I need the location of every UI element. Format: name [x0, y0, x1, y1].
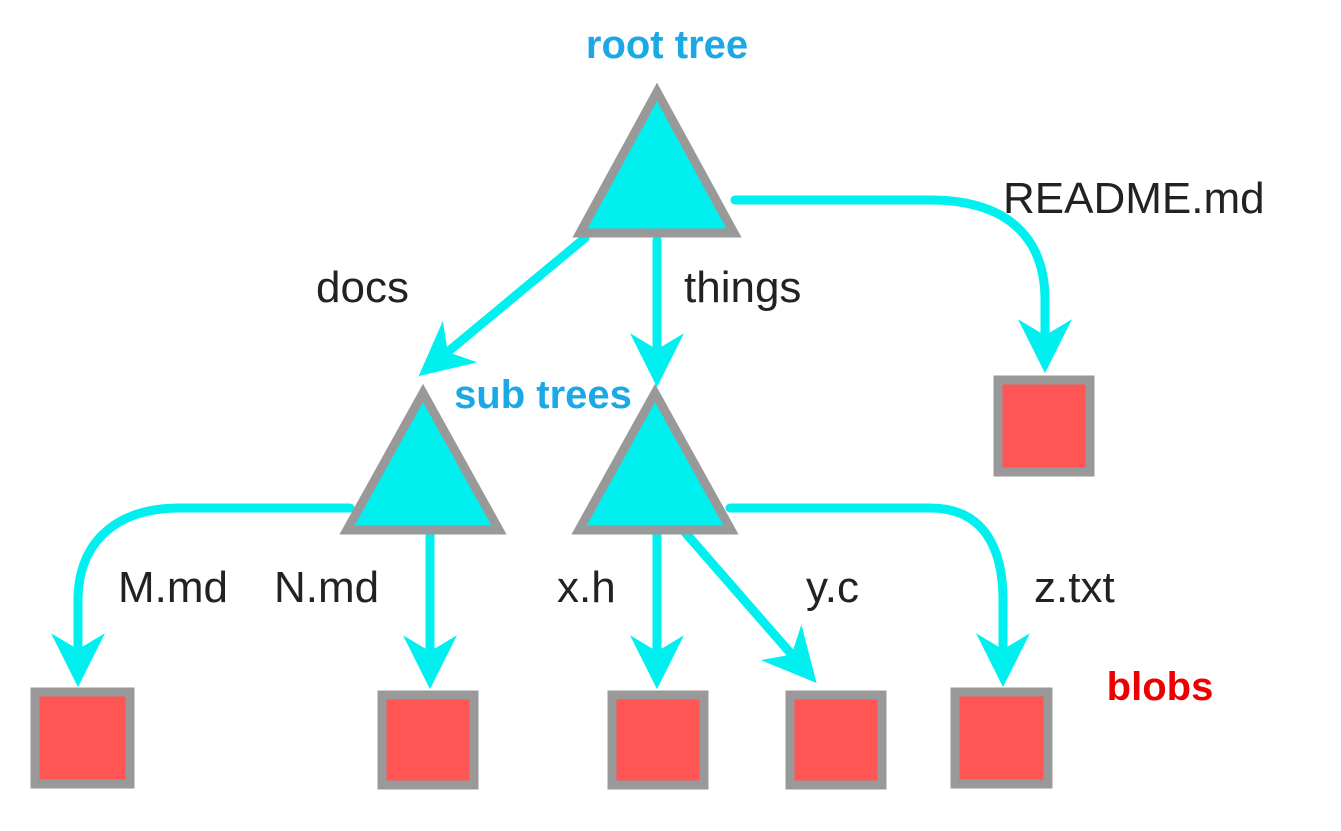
- root-tree-caption: root tree: [586, 23, 748, 67]
- blob-nodes: [30, 375, 1095, 790]
- edge-label-z-txt: z.txt: [1034, 563, 1115, 612]
- edge-label-n-md: N.md: [274, 563, 379, 612]
- edge-label-things: things: [684, 263, 801, 312]
- edge-label-docs: docs: [316, 263, 409, 312]
- tree-nodes: [339, 82, 742, 535]
- blobs-caption: blobs: [1107, 665, 1214, 709]
- blob-readme: [993, 375, 1095, 477]
- blob-y-c: [785, 690, 887, 790]
- edge-label-x-h: x.h: [557, 563, 616, 612]
- edge-docs-mmd: [51, 503, 355, 688]
- edges: [51, 195, 1072, 690]
- edge-label-y-c: y.c: [806, 563, 859, 612]
- root-tree-node: [572, 82, 742, 238]
- blob-z-txt: [950, 687, 1053, 789]
- edge-label-m-md: M.md: [118, 563, 228, 612]
- subtree-docs-node: [339, 383, 507, 535]
- subtrees-caption: sub trees: [454, 373, 632, 417]
- blob-m-md: [30, 687, 135, 789]
- edge-root-docs: [418, 233, 590, 377]
- blob-n-md: [377, 690, 479, 790]
- edge-things-yc: [678, 525, 817, 683]
- blob-x-h: [607, 690, 709, 790]
- subtree-things-node: [571, 383, 739, 535]
- edge-things-ztxt: [725, 503, 1030, 688]
- edge-root-readme: [730, 195, 1072, 374]
- edge-label-readme: README.md: [1003, 174, 1265, 223]
